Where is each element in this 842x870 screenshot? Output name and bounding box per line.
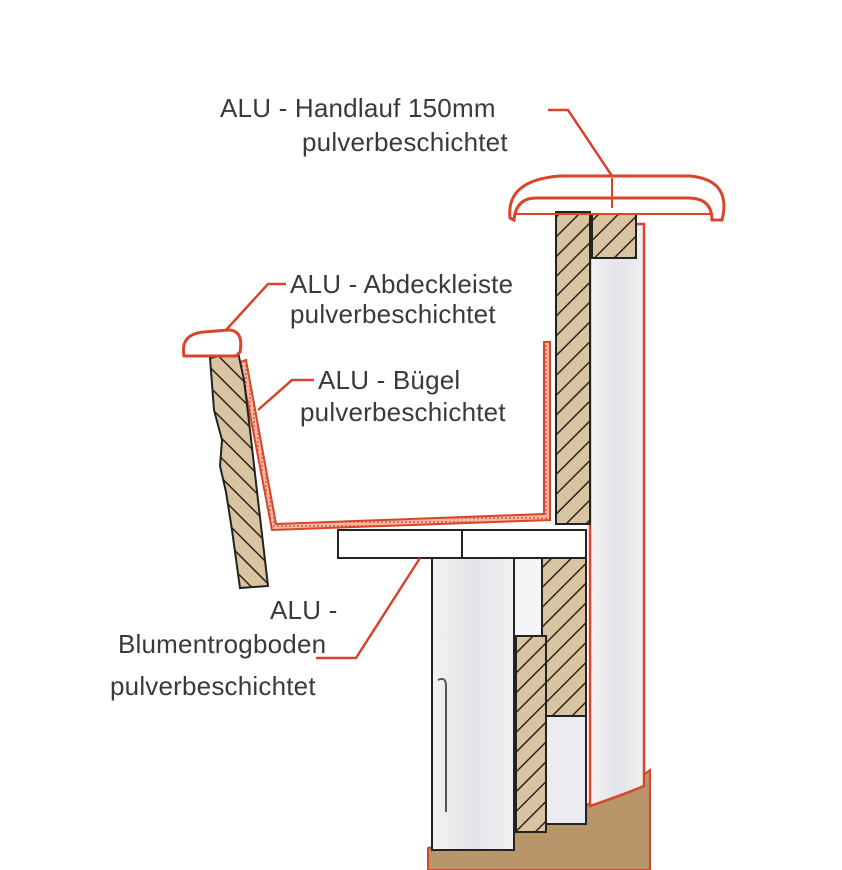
main-upright-post bbox=[588, 222, 646, 808]
leader-buegel bbox=[257, 378, 314, 411]
leader-abdeckleiste bbox=[225, 282, 286, 331]
lower-wood-post-outer bbox=[515, 635, 547, 833]
lower-t-gap bbox=[513, 557, 543, 637]
left-wood-board bbox=[208, 350, 270, 590]
lower-light-strip bbox=[545, 715, 587, 825]
lower-panel bbox=[431, 557, 515, 851]
upper-wood-upright bbox=[555, 211, 591, 525]
aluminium-handrail bbox=[508, 174, 726, 223]
leader-handlauf bbox=[548, 108, 614, 177]
leader-blumentrogboden bbox=[316, 557, 422, 660]
aluminium-planter-floor bbox=[337, 529, 587, 559]
label-abdeckleiste-line1: ALU - Abdeckleiste bbox=[290, 269, 514, 299]
label-buegel-line1: ALU - Bügel bbox=[318, 365, 461, 395]
label-handlauf-line1: ALU - Handlauf 150mm bbox=[220, 93, 496, 123]
label-buegel-line2: pulverbeschichtet bbox=[300, 397, 506, 427]
handrail-wood-block bbox=[591, 213, 637, 259]
label-blumentrogboden-line1: ALU - bbox=[270, 595, 338, 625]
label-handlauf-line2: pulverbeschichtet bbox=[302, 127, 508, 157]
label-blumentrogboden-line3: pulverbeschichtet bbox=[110, 671, 316, 701]
label-abdeckleiste-line2: pulverbeschichtet bbox=[290, 299, 496, 329]
lower-wood-post-inner bbox=[541, 557, 587, 717]
aluminium-cover-strip bbox=[181, 328, 243, 358]
label-blumentrogboden-line2: Blumentrogboden bbox=[118, 629, 327, 659]
